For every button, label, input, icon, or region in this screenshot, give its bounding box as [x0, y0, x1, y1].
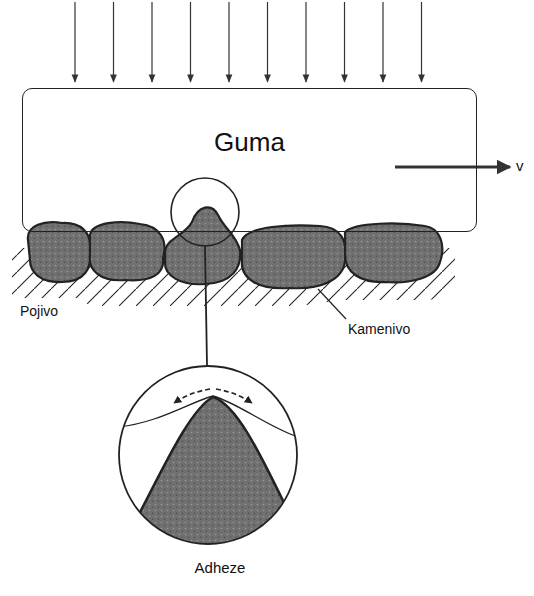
load-arrow — [382, 2, 383, 82]
load-arrow — [190, 2, 191, 82]
rubber-block: Guma — [22, 88, 477, 232]
adhesion-arrow — [216, 389, 252, 403]
load-arrow — [344, 2, 345, 82]
zoom-circle-outline — [118, 365, 298, 545]
load-arrow — [421, 2, 422, 82]
stone-peak — [118, 397, 298, 545]
zoom-stem — [205, 246, 207, 365]
leader-line — [318, 289, 346, 319]
node-label: Guma — [23, 127, 476, 158]
adhesion-arrow — [174, 389, 210, 403]
node-label: Adheze — [118, 559, 322, 576]
velocity-label: v — [514, 157, 526, 174]
load-arrow — [228, 2, 229, 82]
load-arrow — [305, 2, 306, 82]
magnified-detail: Adheze — [118, 365, 322, 576]
load-arrow — [151, 2, 152, 82]
load-arrow — [113, 2, 114, 82]
aggregate-label: Kamenivo — [346, 321, 412, 337]
binder-label: Pojivo — [18, 303, 60, 319]
rubber-surface — [118, 396, 298, 437]
velocity-arrow — [395, 166, 510, 169]
aggregate-stones — [28, 207, 442, 288]
load-arrow — [267, 2, 268, 82]
load-arrows — [75, 2, 422, 82]
zoom-circle — [171, 178, 239, 246]
load-arrow — [74, 2, 75, 82]
